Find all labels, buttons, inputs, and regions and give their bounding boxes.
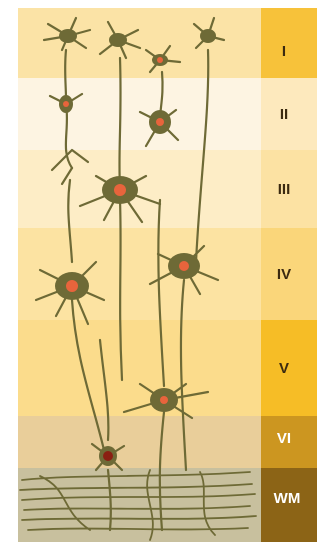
- layer-label-V: V: [279, 360, 289, 377]
- layer-bands: [18, 8, 261, 542]
- band-layer-III: [18, 150, 261, 228]
- band-layer-I: [18, 8, 261, 78]
- band-layer-VI: [18, 416, 261, 468]
- soma-layer-I-4: [200, 29, 216, 43]
- band-layer-II: [18, 78, 261, 150]
- nucleus-layer-II-2: [156, 118, 164, 126]
- band-layer-IV: [18, 228, 261, 320]
- layer-label-III: III: [278, 181, 291, 198]
- nucleus-layer-IV-1: [66, 280, 78, 292]
- tab-layer-II: [261, 78, 317, 150]
- nucleus-layer-V: [160, 396, 168, 404]
- band-layer-V: [18, 320, 261, 416]
- nucleus-layer-VI: [103, 451, 113, 461]
- nucleus-layer-I-3: [157, 57, 163, 63]
- layer-label-WM: WM: [274, 490, 301, 507]
- nucleus-layer-III: [114, 184, 126, 196]
- layer-label-VI: VI: [277, 430, 291, 447]
- tab-layer-I: [261, 8, 317, 78]
- layer-label-I: I: [282, 43, 286, 60]
- layer-label-II: II: [280, 106, 288, 123]
- band-layer-WM: [18, 468, 261, 542]
- soma-layer-I-1: [59, 29, 77, 43]
- nucleus-layer-IV-2: [179, 261, 189, 271]
- soma-layer-I-2: [109, 33, 127, 47]
- nucleus-layer-II-1: [63, 101, 69, 107]
- layer-label-IV: IV: [277, 266, 291, 283]
